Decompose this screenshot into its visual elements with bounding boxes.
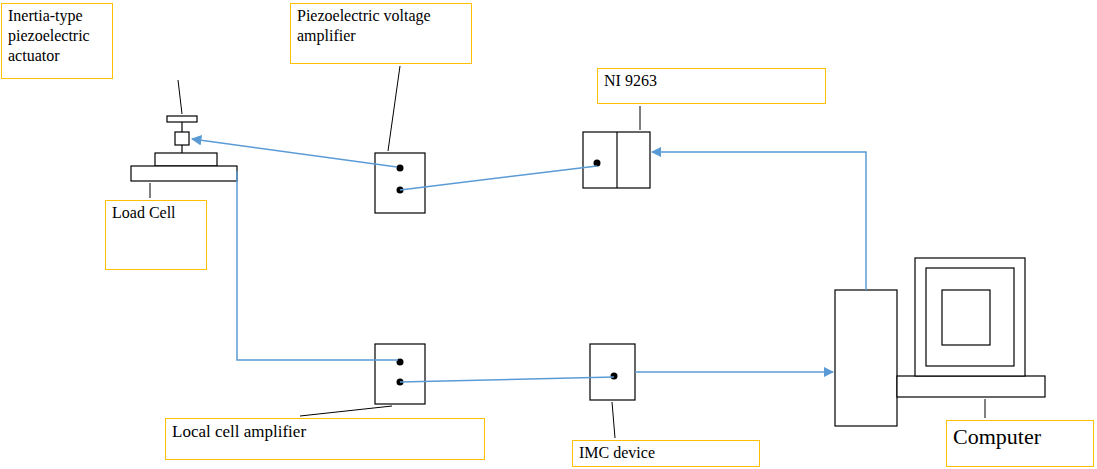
callout-text: Local cell amplifier	[172, 421, 478, 442]
callout-box: Load Cell	[105, 200, 207, 270]
callout-text: Inertia-type piezoelectric actuator	[8, 6, 106, 66]
leader-lines	[150, 66, 985, 438]
callout-box: Local cell amplifier	[165, 418, 485, 460]
imc-box	[590, 344, 635, 400]
callout-text: NI 9263	[604, 71, 819, 91]
callout-box: IMC device	[572, 440, 760, 467]
callout-text: Load Cell	[112, 203, 200, 223]
daq-module	[583, 132, 650, 188]
amplifier-box	[375, 153, 425, 213]
amplifier-box	[375, 344, 425, 404]
callout-box: Inertia-type piezoelectric actuator	[1, 3, 113, 79]
module-divider	[616, 132, 617, 188]
callout-box: NI 9263	[597, 68, 826, 104]
load-cell-plate	[131, 166, 237, 181]
callout-box: Piezoelectric voltage amplifier	[290, 3, 472, 64]
callout-box: Computer	[946, 420, 1094, 467]
callout-text: Computer	[953, 423, 1087, 451]
signal-wires	[192, 139, 866, 382]
callout-text: IMC device	[579, 443, 753, 463]
callout-text: Piezoelectric voltage amplifier	[297, 6, 465, 46]
terminal-dots	[397, 160, 618, 386]
